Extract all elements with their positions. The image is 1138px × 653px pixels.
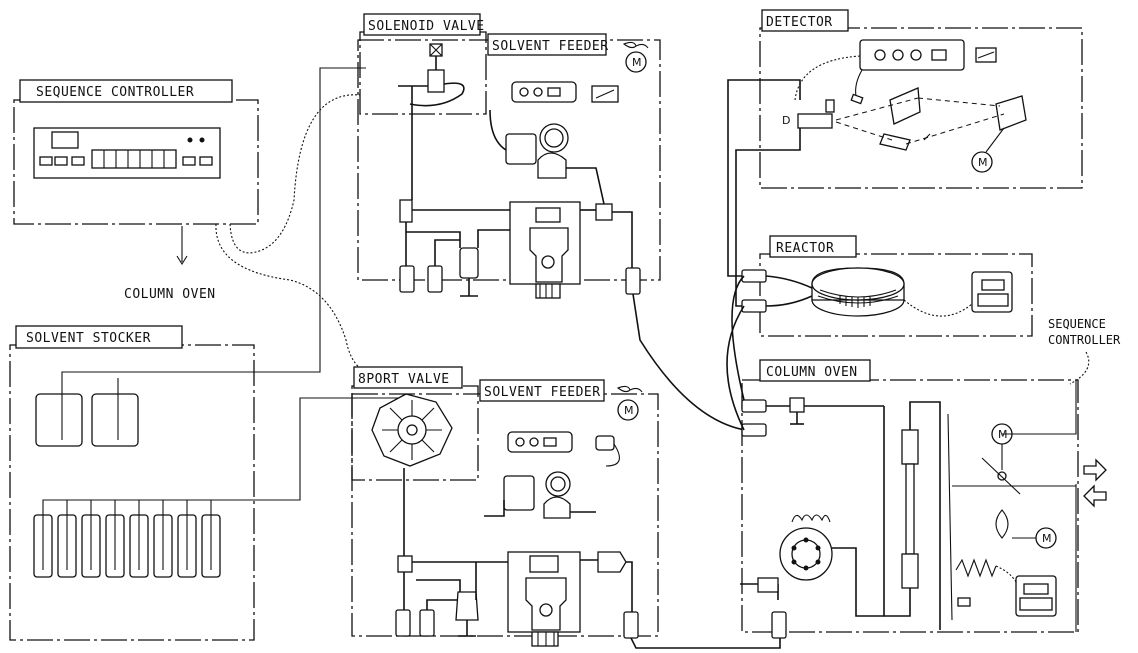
solvent-feeder-top-module: SOLVENT FEEDER M: [358, 34, 660, 298]
sequence-controller-module: SEQUENCE CONTROLLER COLUMN OVEN: [14, 80, 258, 302]
large-bottles: [36, 68, 366, 446]
column-oven-label: COLUMN OVEN: [766, 365, 858, 380]
solvent-stocker-label: SOLVENT STOCKER: [26, 331, 151, 346]
svg-text:M: M: [632, 56, 642, 69]
sequence-controller-right-note: SEQUENCE CONTROLLER: [1048, 317, 1121, 384]
sequence-controller-right-label-1: SEQUENCE: [1048, 317, 1106, 331]
reactor-label: REACTOR: [776, 241, 834, 256]
svg-text:M: M: [624, 404, 634, 417]
arrow-right-icon: [1084, 460, 1106, 480]
fan-icon: [624, 42, 648, 48]
detector-module: DETECTOR D M: [728, 10, 1082, 306]
solvent-feeder-bottom-label: SOLVENT FEEDER: [484, 385, 601, 400]
feeder-to-oven-line: [633, 294, 745, 430]
eight-port-valve-label: 8PORT VALVE: [358, 372, 450, 387]
sequence-controller-label: SEQUENCE CONTROLLER: [36, 85, 194, 100]
column-oven-note-label: COLUMN OVEN: [124, 287, 216, 302]
solenoid-valve-label: SOLENOID VALVE: [368, 19, 485, 34]
solvent-feeder-top-label: SOLVENT FEEDER: [492, 39, 609, 54]
controller-cable-solenoid: [230, 95, 360, 253]
detector-label: DETECTOR: [766, 15, 833, 30]
arrow-left-icon: [1084, 486, 1106, 506]
motor-icon: M: [626, 52, 646, 72]
fan-icon-bottom: [618, 386, 642, 392]
svg-text:M: M: [978, 156, 988, 169]
bottom-feeder-to-injector-line: [631, 620, 780, 648]
reactor-module: REACTOR: [742, 236, 1032, 336]
controller-cable-valve: [216, 224, 360, 368]
flow-arrows: [1084, 460, 1106, 506]
small-bottles: [34, 398, 414, 577]
svg-text:D: D: [782, 114, 790, 127]
column-oven-module: COLUMN OVEN M M: [727, 276, 1078, 638]
eight-port-valve-module: 8PORT VALVE: [352, 367, 478, 480]
sequence-controller-right-label-2: CONTROLLER: [1048, 333, 1121, 347]
motor-icon-bottom: M: [618, 400, 638, 420]
svg-text:M: M: [1042, 532, 1052, 545]
solenoid-valve-module: SOLENOID VALVE: [360, 14, 486, 114]
controller-panel: [34, 128, 220, 178]
